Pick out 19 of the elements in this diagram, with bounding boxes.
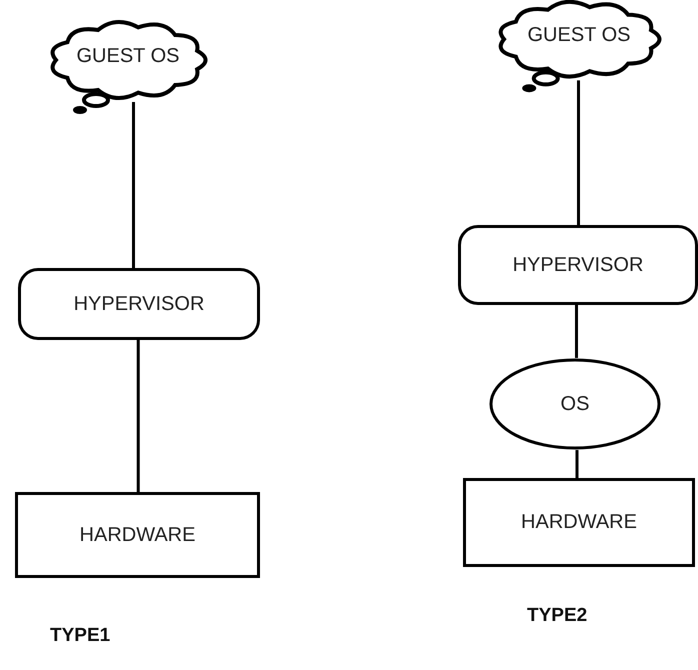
rounded-box bbox=[18, 268, 260, 340]
node-label: HYPERVISOR bbox=[74, 292, 204, 316]
connector-line bbox=[576, 450, 578, 478]
node-label: GUEST OS bbox=[528, 24, 630, 46]
connector-line bbox=[132, 102, 135, 268]
rounded-box bbox=[458, 225, 698, 305]
type-label: TYPE1 bbox=[50, 625, 110, 647]
node-label: HARDWARE bbox=[521, 511, 637, 534]
connector-line bbox=[575, 305, 578, 358]
node-label: HARDWARE bbox=[80, 524, 196, 546]
connector-line bbox=[577, 80, 580, 225]
ellipse-node bbox=[489, 358, 661, 450]
node-label: HYPERVISOR bbox=[512, 254, 644, 276]
node-label: GUEST OS bbox=[76, 44, 180, 68]
process-box bbox=[15, 492, 260, 578]
process-box bbox=[463, 478, 695, 567]
type-label: TYPE2 bbox=[527, 605, 588, 627]
connector-line bbox=[136, 340, 140, 492]
node-label: OS bbox=[560, 392, 590, 416]
